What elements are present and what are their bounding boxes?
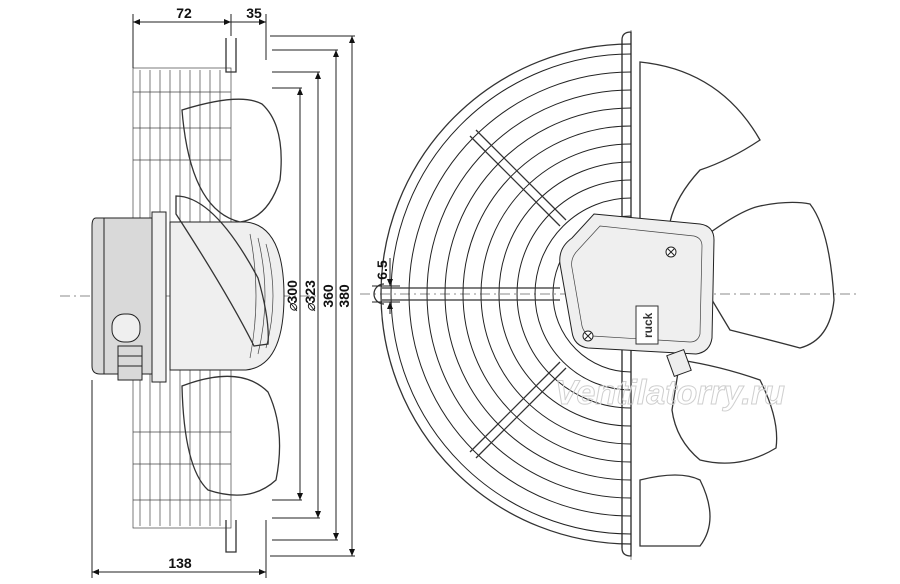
- dim-323-label: 323: [302, 280, 318, 304]
- watermark: Ventilatorry.ru: [555, 374, 785, 412]
- dim-35-label: 35: [246, 5, 262, 21]
- front-guard-struts: [373, 129, 567, 459]
- side-bracket-top: [225, 38, 237, 73]
- dim-360-label: 360: [320, 284, 336, 308]
- dim-72-label: 72: [176, 5, 192, 21]
- front-blades: [639, 61, 835, 547]
- bracket-thickness-dimension: 6.5: [372, 258, 400, 314]
- dim-6-5-label: 6.5: [374, 260, 390, 280]
- dim-300-label: 300: [284, 280, 300, 304]
- side-bracket-bottom: [225, 520, 237, 553]
- svg-text:⌀300: ⌀300: [284, 280, 300, 312]
- diameter-symbol-323: ⌀: [302, 302, 318, 312]
- screw-icon: [582, 246, 677, 342]
- dim-138-label: 138: [168, 555, 192, 571]
- brand-badge-text: ruck: [641, 312, 655, 338]
- front-guard-rings: [380, 43, 632, 545]
- side-view: [60, 38, 320, 553]
- side-motor: [91, 211, 167, 383]
- svg-text:⌀323: ⌀323: [302, 280, 318, 312]
- front-cable-gland: [666, 348, 692, 378]
- side-blades: [175, 98, 282, 496]
- brand-badge: ruck: [635, 305, 659, 345]
- front-view: ruck 6.5: [360, 30, 860, 560]
- side-dimensions: 72 35 138 ⌀300: [91, 5, 355, 578]
- diameter-symbol-300: ⌀: [284, 302, 300, 312]
- dim-380-label: 380: [336, 284, 352, 308]
